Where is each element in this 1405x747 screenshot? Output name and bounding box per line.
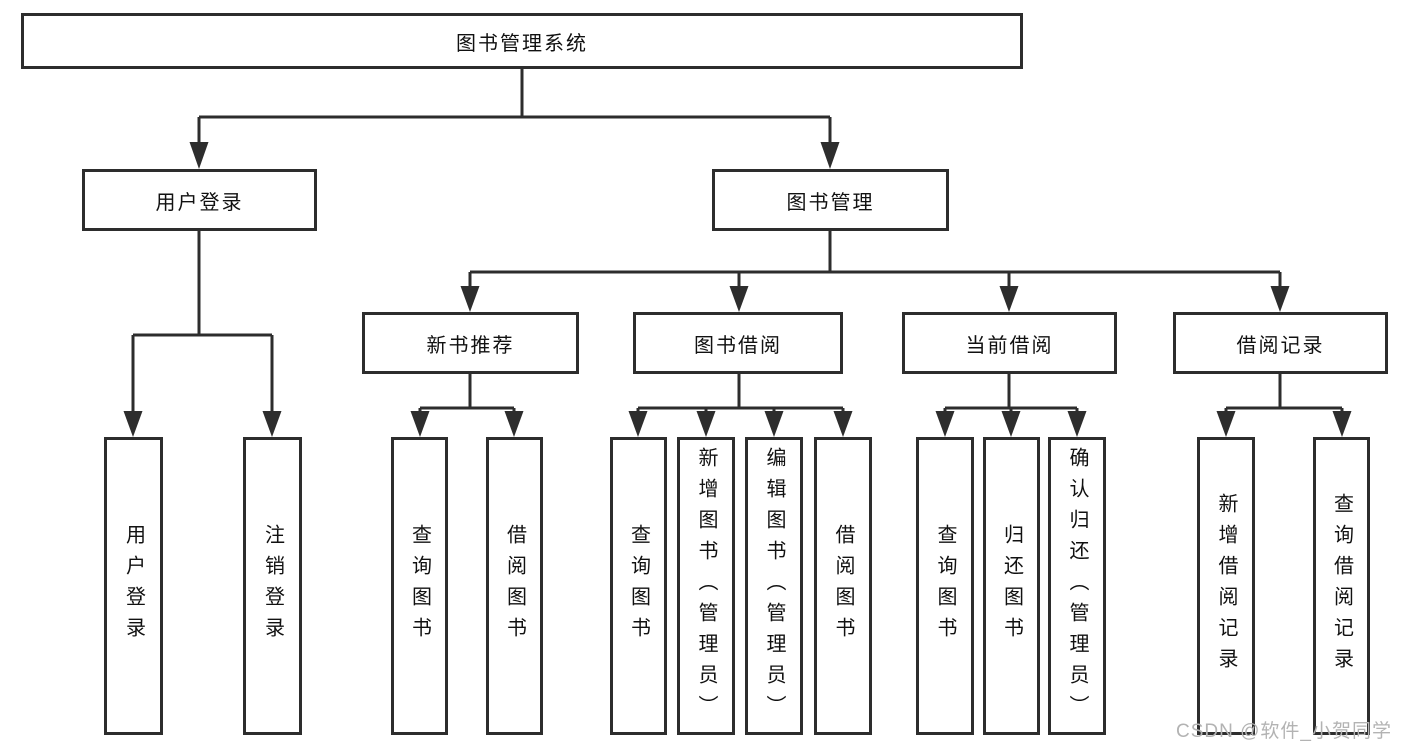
- node-current-borrowing: 当前借阅: [902, 312, 1117, 374]
- leaf-borrowing-borrow-books-label: 借阅图书: [832, 524, 854, 648]
- leaf-records-add-borrow-record-label: 新增借阅记录: [1215, 493, 1237, 679]
- leaf-borrowing-borrow-books: 借阅图书: [814, 437, 872, 735]
- leaf-current-confirm-return-admin-label: 确认归还（管理员）: [1066, 446, 1088, 726]
- leaf-newbook-query-books: 查询图书: [391, 437, 448, 735]
- leaf-user-login-label: 用户登录: [122, 524, 145, 648]
- edge-current-borrowing-to-leaves: [943, 374, 1079, 413]
- node-book-borrowing: 图书借阅: [633, 312, 843, 374]
- leaf-records-add-borrow-record: 新增借阅记录: [1197, 437, 1255, 735]
- leaf-current-query-books: 查询图书: [916, 437, 974, 735]
- leaf-borrowing-edit-books-admin-label: 编辑图书（管理员）: [763, 446, 785, 726]
- edge-new-book-to-leaves: [418, 374, 516, 413]
- edge-book-management-to-level3: [468, 231, 1282, 289]
- node-new-book-recommend: 新书推荐: [362, 312, 579, 374]
- leaf-records-query-borrow-record-label: 查询借阅记录: [1330, 493, 1353, 679]
- leaf-newbook-borrow-books: 借阅图书: [486, 437, 543, 735]
- leaf-user-login: 用户登录: [104, 437, 163, 735]
- leaf-current-query-books-label: 查询图书: [934, 524, 956, 648]
- leaf-logout-login: 注销登录: [243, 437, 302, 735]
- edge-root-to-level2: [197, 69, 832, 145]
- edge-book-borrowing-to-leaves: [636, 374, 845, 413]
- leaf-newbook-borrow-books-label: 借阅图书: [503, 524, 526, 648]
- leaf-newbook-query-books-label: 查询图书: [408, 524, 431, 648]
- leaf-current-return-books-label: 归还图书: [1000, 524, 1023, 648]
- leaf-logout-login-label: 注销登录: [261, 524, 284, 648]
- watermark: CSDN @软件_小贺同学: [1176, 721, 1392, 742]
- leaf-borrowing-add-books-admin-label: 新增图书（管理员）: [695, 446, 717, 726]
- leaf-borrowing-query-books-label: 查询图书: [627, 524, 650, 648]
- node-user-login: 用户登录: [82, 169, 317, 231]
- leaf-records-query-borrow-record: 查询借阅记录: [1313, 437, 1370, 735]
- leaf-borrowing-edit-books-admin: 编辑图书（管理员）: [745, 437, 803, 735]
- node-library-management-system: 图书管理系统: [21, 13, 1023, 69]
- leaf-borrowing-query-books: 查询图书: [610, 437, 667, 735]
- leaf-current-return-books: 归还图书: [983, 437, 1040, 735]
- node-borrowing-records: 借阅记录: [1173, 312, 1388, 374]
- node-book-management: 图书管理: [712, 169, 949, 231]
- edge-borrowing-records-to-leaves: [1224, 374, 1344, 413]
- edge-user-login-to-leaves: [131, 231, 274, 413]
- leaf-current-confirm-return-admin: 确认归还（管理员）: [1048, 437, 1106, 735]
- leaf-borrowing-add-books-admin: 新增图书（管理员）: [677, 437, 735, 735]
- arrowheads: [123, 142, 1352, 437]
